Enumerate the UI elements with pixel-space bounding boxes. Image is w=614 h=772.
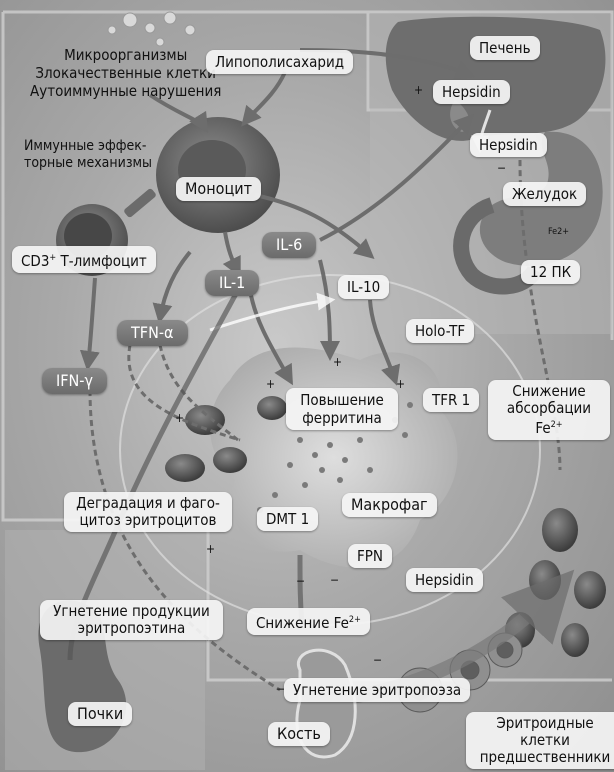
tfr1-box: TFR 1 xyxy=(423,388,479,412)
fe-small-label: Fe2+ xyxy=(548,224,569,240)
holo-tf-box: Holo-TF xyxy=(406,319,474,343)
immune-mechanisms-label: Иммунные эффек- торные механизмы xyxy=(24,138,152,172)
bone-box: Кость xyxy=(268,722,330,746)
cd3-prefix: CD3 xyxy=(21,252,49,270)
absorption-line-1: Снижение xyxy=(497,383,601,400)
erythroid-line-1: Эритроидные клетки xyxy=(475,715,614,749)
lipopolysaccharide-box: Липополисахарид xyxy=(206,50,353,74)
ifn-gamma-box: IFN-γ xyxy=(42,368,107,394)
microorganisms xyxy=(108,12,195,46)
macrophage-cell xyxy=(210,348,457,568)
plus-sign-degradation: + xyxy=(206,541,215,557)
tfn-alpha-box: TFN-α xyxy=(117,320,188,346)
minus-sign-fpn-2: − xyxy=(330,572,339,588)
minus-sign-fpn: − xyxy=(296,573,305,589)
causes-line-2: Злокачественные клетки xyxy=(30,64,221,82)
absorption-decrease-box: Снижение абсорбации Fe2+ xyxy=(488,380,610,440)
cd3-lymphocyte-box: CD3+ Т-лимфоцит xyxy=(12,246,156,273)
erythropoiesis-inhibition-box: Угнетение эритропоэза xyxy=(284,678,470,702)
minus-sign-stomach: − xyxy=(497,160,506,176)
il6-box: IL-6 xyxy=(262,232,316,258)
kidneys-box: Почки xyxy=(68,702,132,726)
duodenum-box: 12 ПК xyxy=(521,260,580,284)
causes-label: Микроорганизмы Злокачественные клетки Ау… xyxy=(30,46,221,100)
causes-line-3: Аутоиммунные нарушения xyxy=(30,82,221,100)
plus-sign-tfn: + xyxy=(175,410,184,426)
erythroid-line-2: предшественники xyxy=(475,749,614,766)
ferritin-line-1: Повышение xyxy=(295,391,389,409)
il1-box: IL-1 xyxy=(205,270,259,296)
absorption-sup: 2+ xyxy=(551,420,563,430)
absorption-line-2-text: абсорбации Fe xyxy=(507,399,591,437)
fe-decrease-box: Снижение Fe2+ xyxy=(247,608,370,635)
plus-sign-liver: + xyxy=(414,82,423,98)
ferritin-increase-box: Повышение ферритина xyxy=(286,388,398,430)
il10-box: IL-10 xyxy=(338,275,389,299)
ferritin-line-2: ферритина xyxy=(295,409,389,427)
plus-sign-holo: + xyxy=(396,376,405,392)
immune-line-2: торные механизмы xyxy=(24,155,152,172)
minus-sign-erythroid: − xyxy=(373,652,382,668)
liver-box: Печень xyxy=(470,36,540,60)
epo-inhibition-box: Угнетение продукции эритропоэтина xyxy=(40,600,223,640)
fe-decrease-sup: 2+ xyxy=(349,615,361,625)
macrophage-box: Макрофаг xyxy=(342,493,437,517)
cd3-suffix: Т-лимфоцит xyxy=(56,252,147,270)
fe-decrease-text: Снижение Fe xyxy=(256,614,349,632)
plus-sign-il1: + xyxy=(266,376,275,392)
stomach-box: Желудок xyxy=(503,182,586,206)
hepsidin-macrophage-box: Hepsidin xyxy=(406,568,483,592)
degradation-box: Деградация и фаго- цитоз эритроцитов xyxy=(64,492,232,532)
erythroid-precursors-box: Эритроидные клетки предшественники xyxy=(466,712,614,769)
degradation-line-1: Деградация и фаго- xyxy=(73,495,223,512)
causes-line-1: Микроорганизмы xyxy=(30,46,221,64)
immune-synapse xyxy=(123,188,157,219)
plus-sign-il10: + xyxy=(333,354,342,370)
monocyte-box: Моноцит xyxy=(176,177,261,201)
hepsidin-liver-box: Hepsidin xyxy=(433,80,510,104)
dmt1-box: DMT 1 xyxy=(257,507,318,531)
epo-line-1: Угнетение продукции xyxy=(49,603,214,620)
fpn-box: FPN xyxy=(348,544,392,568)
degradation-line-2: цитоз эритроцитов xyxy=(73,512,223,529)
immune-line-1: Иммунные эффек- xyxy=(24,138,152,155)
epo-line-2: эритропоэтина xyxy=(49,620,214,637)
absorption-line-2: абсорбации Fe2+ xyxy=(497,400,601,437)
hepsidin-stomach-box: Hepsidin xyxy=(470,133,547,157)
